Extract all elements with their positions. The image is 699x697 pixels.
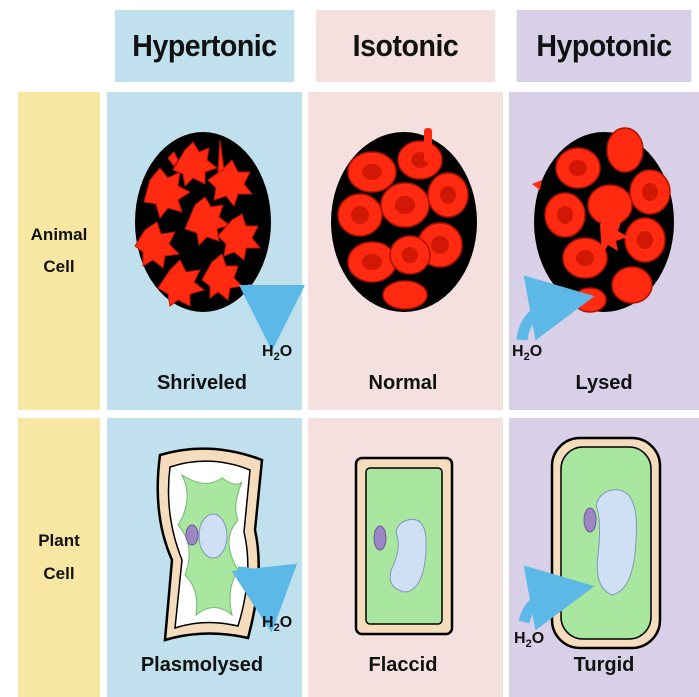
caption-lysed: Lysed <box>509 372 699 395</box>
plant-isotonic-cell-icon <box>356 458 452 634</box>
caption-normal: Normal <box>308 372 498 395</box>
animal-hypotonic-cell-icon <box>522 128 674 340</box>
water-in-arrow-icon <box>522 302 562 340</box>
caption-plasmolysed: Plasmolysed <box>107 654 297 677</box>
animal-isotonic-cell-icon <box>331 128 477 312</box>
h2o-label-plant-hypertonic: H2O <box>262 614 292 634</box>
h2o-label-animal-hypertonic: H2O <box>262 343 292 363</box>
caption-flaccid: Flaccid <box>308 654 498 677</box>
h2o-label-plant-hypotonic: H2O <box>514 630 544 650</box>
plant-hypertonic-cell-icon <box>158 449 268 640</box>
caption-shriveled: Shriveled <box>107 372 297 395</box>
animal-hypertonic-cell-icon <box>135 132 272 318</box>
plant-hypotonic-cell-icon <box>524 438 660 648</box>
h2o-label-animal-hypotonic: H2O <box>512 343 542 363</box>
caption-turgid: Turgid <box>509 654 699 677</box>
water-out-arrow-icon <box>248 290 272 318</box>
